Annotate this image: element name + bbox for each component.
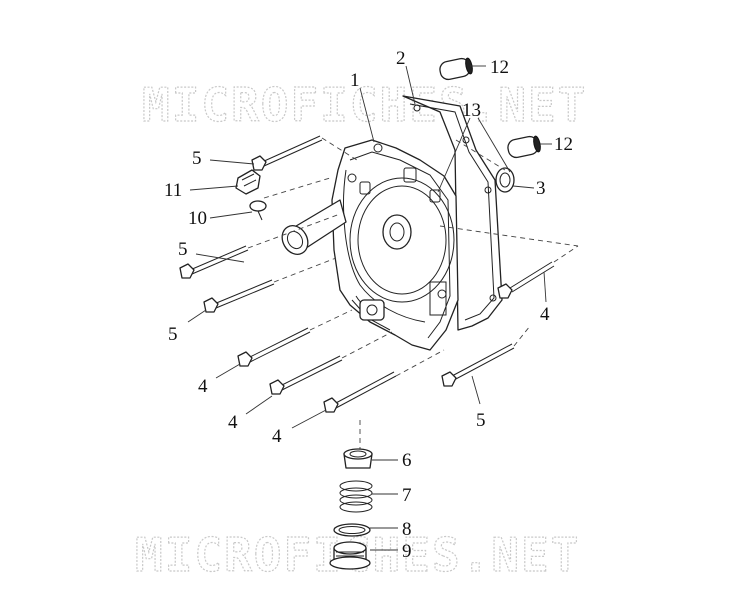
- bolt-4-b: [269, 355, 343, 395]
- bolt-4-a: [237, 327, 311, 367]
- callout-5-top: 5: [192, 148, 202, 169]
- gasket-part-2: [402, 95, 503, 331]
- o-ring-part-10: [249, 200, 267, 221]
- callout-1: 1: [350, 70, 360, 91]
- bolt-5-low: [203, 279, 275, 313]
- drain-plug-part-9: [329, 541, 371, 570]
- valve-cap-part-6: [343, 448, 373, 469]
- callout-11: 11: [164, 180, 182, 201]
- oil-seal-part-3: [495, 167, 515, 193]
- leader-lines: [187, 65, 552, 551]
- callout-4-a: 4: [198, 376, 208, 397]
- callout-12-mid: 12: [554, 134, 573, 155]
- bolt-5-top: [251, 135, 323, 171]
- callout-8: 8: [402, 519, 412, 540]
- bolt-4-right: [497, 261, 555, 299]
- callout-12-top: 12: [490, 57, 509, 78]
- bolt-5-bottom: [441, 343, 515, 387]
- callout-4-c: 4: [272, 426, 282, 447]
- bolt-5-mid: [179, 245, 249, 279]
- dowel-pin-top: [439, 57, 473, 81]
- dipstick-part-11: [235, 169, 261, 195]
- callout-5-low: 5: [168, 324, 178, 345]
- assembly-lines: [247, 137, 579, 450]
- callout-13: 13: [462, 100, 481, 121]
- bolt-4-c: [323, 371, 397, 413]
- callout-4-b: 4: [228, 412, 238, 433]
- watermark-top: MICROFICHES.NET: [142, 78, 587, 132]
- filler-tube: [281, 199, 347, 255]
- callout-2: 2: [396, 48, 406, 69]
- callout-7: 7: [402, 485, 412, 506]
- dowel-pin-mid: [507, 135, 541, 159]
- callout-9: 9: [402, 541, 412, 562]
- spring-part-7: [339, 480, 373, 513]
- callout-3: 3: [536, 178, 546, 199]
- callout-5-bottom: 5: [476, 410, 486, 431]
- callout-10: 10: [188, 208, 207, 229]
- o-ring-part-8: [333, 523, 371, 537]
- callout-4-right: 4: [540, 304, 550, 325]
- callout-5-mid: 5: [178, 239, 188, 260]
- crankcase-cover-part-1: [331, 139, 459, 351]
- callout-6: 6: [402, 450, 412, 471]
